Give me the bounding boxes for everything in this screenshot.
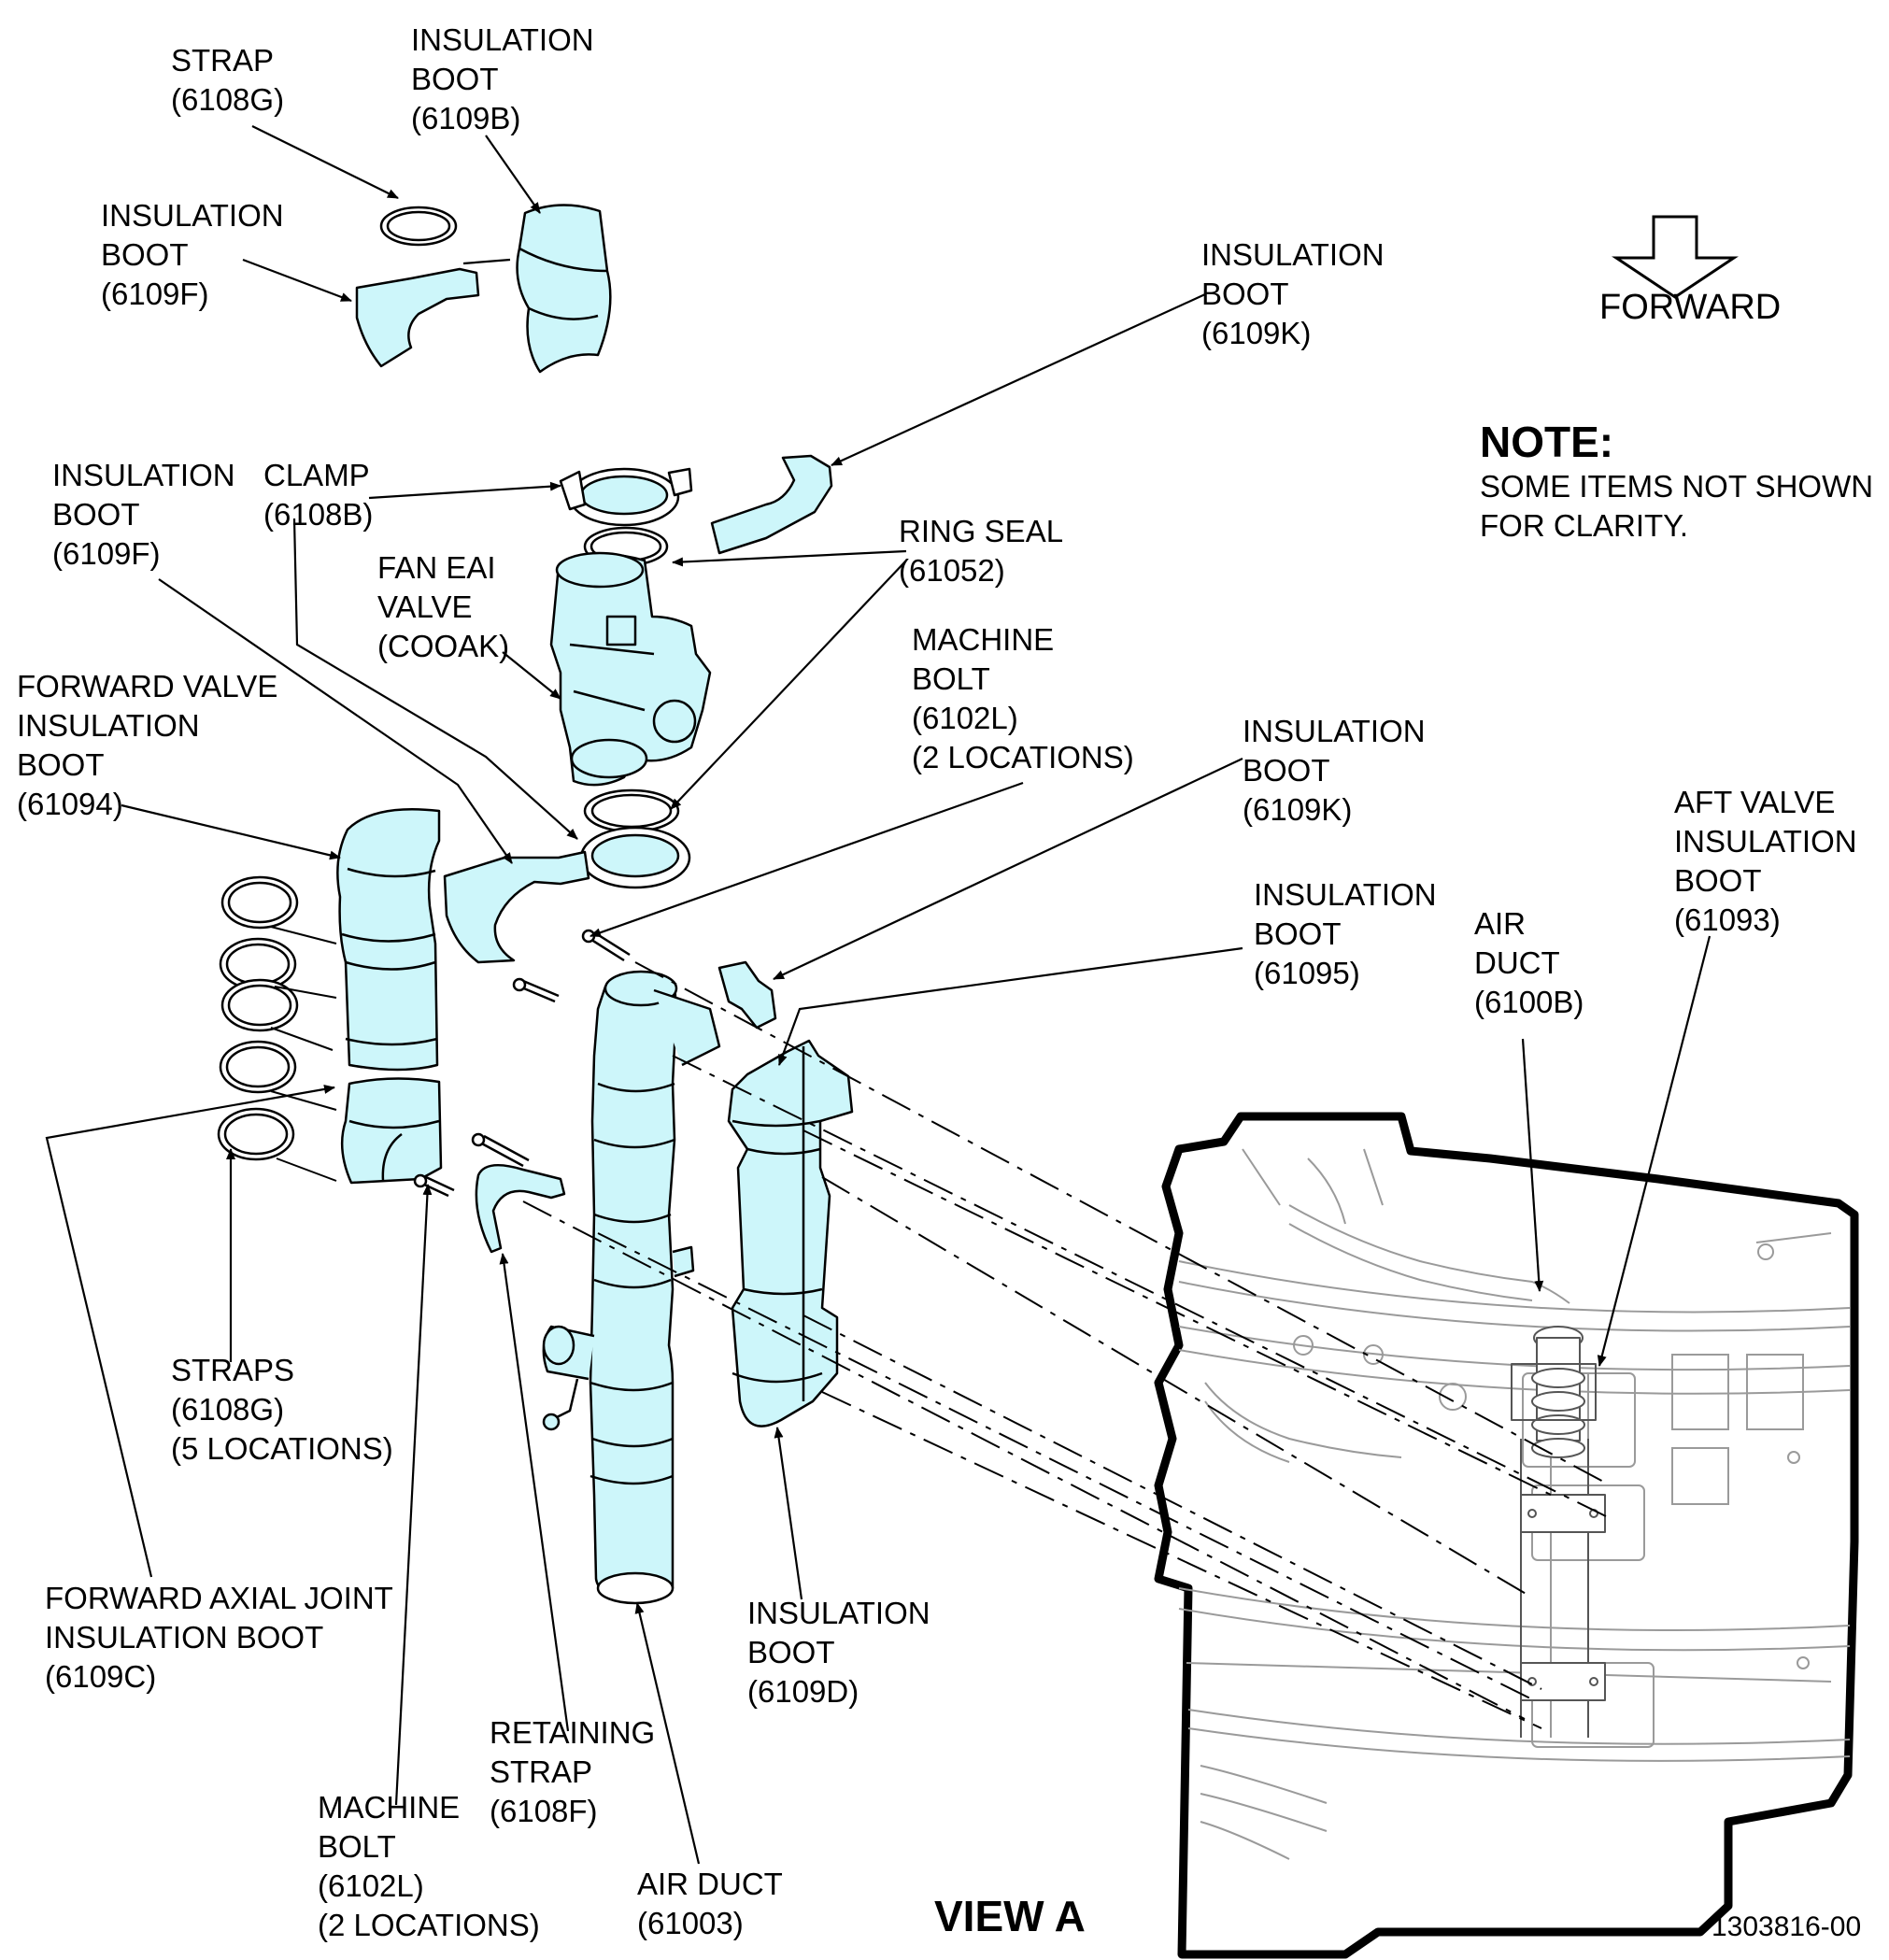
leader-lines (45, 125, 1711, 1865)
forward-arrow-icon (1612, 215, 1739, 299)
figure-id: 1303816-00 (1711, 1911, 1862, 1942)
insulation-boot-6109k-top (710, 454, 833, 555)
insulation-boot-6109k-mid (717, 960, 777, 1030)
forward-label: FORWARD (1599, 288, 1782, 327)
forward-axial-joint-boot (340, 1077, 443, 1185)
callout-clamp-6108b: CLAMP(6108B) (263, 458, 374, 532)
note-heading: NOTE: (1480, 418, 1614, 466)
callout-ring-seal: RING SEAL(61052) (899, 514, 1064, 588)
view-label: VIEW A (934, 1892, 1086, 1940)
insulation-boot-6109f-top (355, 267, 480, 368)
assembly-lines (522, 961, 1612, 1729)
insulation-boot-6109b (516, 204, 612, 374)
straps-6108g (217, 875, 299, 1161)
strap-ring-top (379, 206, 458, 247)
retaining-strap-6108f (475, 1163, 566, 1254)
air-duct-61003 (542, 970, 721, 1605)
callout-air-duct-61003: AIR DUCT(61003) (637, 1867, 783, 1940)
callout-strap-6108g: STRAP(6108G) (171, 43, 285, 117)
insulation-boot-6109d (727, 1039, 854, 1427)
fan-eai-valve (549, 551, 712, 787)
insulation-boot-6109f-mid (443, 850, 590, 964)
aft-valve (1511, 1326, 1606, 1738)
engine-case-outline (1154, 1112, 1859, 1959)
callout-straps-6108g: STRAPS(6108G)(5 LOCATIONS) (171, 1353, 393, 1466)
forward-valve-boot-61094 (336, 808, 441, 1072)
